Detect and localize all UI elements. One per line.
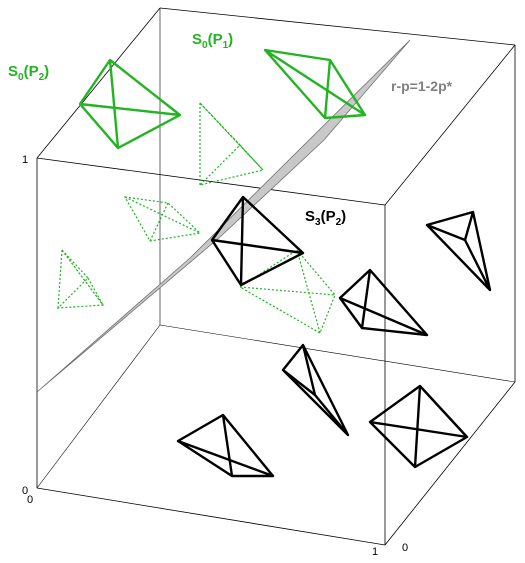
tick-left-bottom-a: 0 xyxy=(22,485,28,497)
cube-frame xyxy=(36,7,516,546)
black-tetra-center xyxy=(210,195,305,287)
label-s0-p1-sub: 0 xyxy=(202,40,208,51)
label-s3-p2: S3(P2) xyxy=(305,208,346,228)
hidden-tetra-middle xyxy=(123,196,202,242)
hidden-tetra-left xyxy=(56,249,105,309)
green-tetra-left xyxy=(78,58,182,150)
black-tetrahedra xyxy=(176,195,492,478)
label-s3-p2-psub: 2 xyxy=(336,217,342,228)
black-tetra-right-upper xyxy=(425,210,492,292)
label-s0-p2-sub: 0 xyxy=(18,72,24,83)
label-s0-p2-open: (P xyxy=(24,63,39,80)
label-s3-p2-main: S xyxy=(305,208,315,225)
label-s0-p2: S0(P2) xyxy=(8,63,49,83)
black-tetra-bottom-right xyxy=(368,384,469,469)
label-s0-p2-close: ) xyxy=(44,63,49,80)
cube-edge-front-bottom xyxy=(36,487,386,546)
label-s3-p2-close: ) xyxy=(341,208,346,225)
label-s0-p1-main: S xyxy=(192,31,202,48)
cube-edge-bottom-right xyxy=(384,381,516,546)
label-s3-p2-sub: 3 xyxy=(315,217,321,228)
black-tetra-right-mid xyxy=(338,268,429,337)
black-tetra-center-low xyxy=(281,343,350,437)
cube-edge-top-right xyxy=(384,44,516,206)
cube-edge-front-top xyxy=(36,157,386,206)
green-tetrahedra xyxy=(78,48,367,150)
hidden-tetra-center xyxy=(238,249,336,334)
cube-edge-bottom-left-hidden xyxy=(36,324,161,489)
tick-bottom-right-1: 1 xyxy=(372,546,378,558)
tick-left-top: 1 xyxy=(22,154,28,166)
black-tetra-bottom-left xyxy=(176,413,275,478)
label-plane-equation: r-p=1-2p* xyxy=(391,78,453,94)
tick-bottom-right-0: 0 xyxy=(402,542,408,554)
plane-surface xyxy=(36,39,411,393)
label-s0-p1-open: (P xyxy=(208,31,223,48)
cube-edge-top-back xyxy=(159,7,516,46)
hidden-green-tetrahedra xyxy=(56,102,336,334)
label-s0-p2-psub: 2 xyxy=(39,72,45,83)
green-tetra-right xyxy=(263,48,367,120)
label-s3-p2-open: (P xyxy=(321,208,336,225)
label-s0-p1-close: ) xyxy=(228,31,233,48)
label-s0-p1: S0(P1) xyxy=(192,31,233,51)
label-s0-p2-main: S xyxy=(8,63,18,80)
cube-edge-top-left xyxy=(36,7,161,159)
hidden-tetra-upper xyxy=(198,102,265,187)
label-s0-p1-psub: 1 xyxy=(223,40,229,51)
cube-edge-back-bottom-hidden xyxy=(159,324,516,383)
tick-left-bottom-b: 0 xyxy=(27,494,33,506)
